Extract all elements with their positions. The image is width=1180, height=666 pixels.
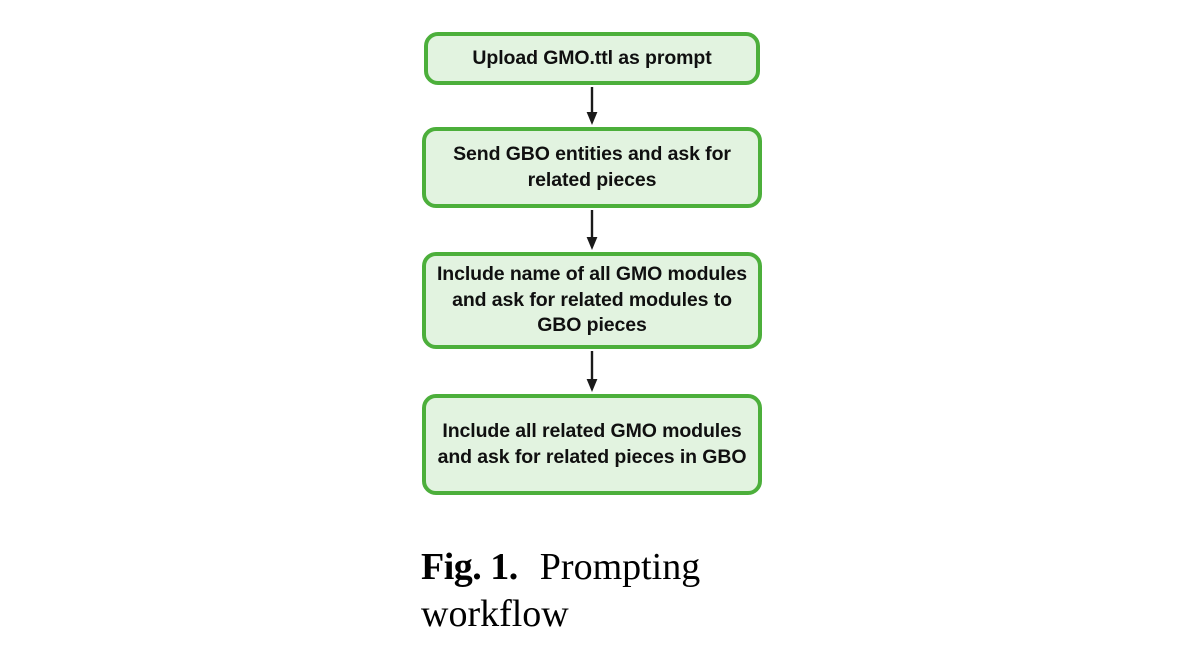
flow-arrow-down-icon-3: [584, 351, 600, 392]
figure-caption: Fig. 1.Prompting workflow: [421, 544, 841, 638]
flow-node-upload-gmo: Upload GMO.ttl as prompt: [424, 32, 760, 85]
flow-arrow-down-icon-1: [584, 87, 600, 125]
flow-node-label: Include all related GMO modules and ask …: [437, 420, 747, 468]
flow-node-send-gbo-entities: Send GBO entities and ask for related pi…: [422, 127, 762, 208]
flow-arrow-down-icon-2: [584, 210, 600, 250]
flow-node-label: Include name of all GMO modules and ask …: [436, 263, 748, 337]
figure-caption-label: Fig. 1.: [421, 546, 518, 588]
flow-node-include-related-gmo-modules: Include all related GMO modules and ask …: [422, 394, 762, 495]
flow-node-include-gmo-module-names: Include name of all GMO modules and ask …: [422, 252, 762, 349]
figure-caption-text: Prompting workflow: [421, 546, 701, 635]
flow-node-label: Upload GMO.ttl as prompt: [472, 46, 712, 69]
flow-node-label: Send GBO entities and ask for related pi…: [453, 143, 731, 191]
